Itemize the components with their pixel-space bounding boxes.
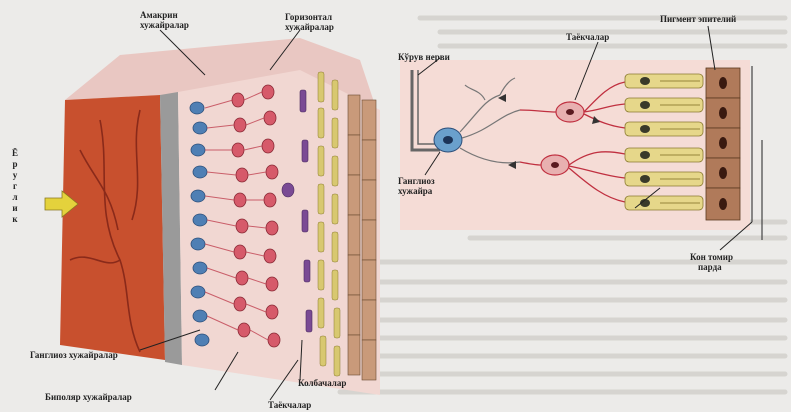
label-ganglion-cell: Ганглиоз хужайра [398, 176, 435, 196]
label-optic-nerve: Кўрув нерви [398, 52, 450, 62]
label-rods-right: Таёкчалар [566, 32, 609, 42]
label-cones: Колбачалар [298, 378, 346, 388]
label-horizontal-cells: Горизонтал хужайралар [285, 12, 334, 32]
label-bipolar-cells: Биполяр хужайралар [45, 392, 132, 402]
label-light: Ё р у г л и к [10, 148, 20, 225]
schematic-ganglion-cell [434, 128, 462, 152]
label-amacrine-cells: Амакрин хужайралар [140, 10, 189, 30]
label-rods-left: Таёкчалар [268, 400, 311, 410]
label-ganglion-cells: Ганглиоз хужайралар [30, 350, 118, 360]
label-choroid: Кон томир парда [690, 252, 733, 272]
label-pigment-epithelium: Пигмент эпителий [660, 14, 736, 24]
